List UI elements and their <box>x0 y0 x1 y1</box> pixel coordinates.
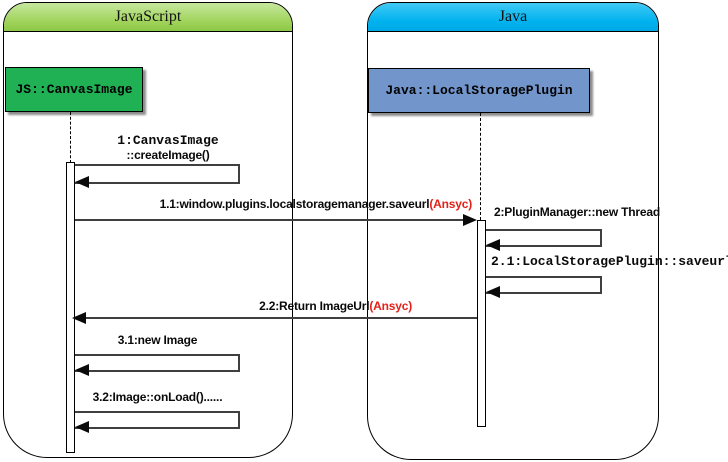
message-1-1-label: 1.1:window.plugins.localstoragemanager.s… <box>159 197 473 211</box>
message-2-2-label-text: 2.2:Return ImageUrl <box>259 299 370 313</box>
java-localstorageplugin-object-box: Java::LocalStoragePlugin <box>368 68 590 113</box>
message-3-2-label: 3.2:Image::onLoad()...... <box>92 390 223 404</box>
javascript-frame-header: JavaScript <box>4 3 292 32</box>
message-1-1-label-text: 1.1:window.plugins.localstoragemanager.s… <box>159 197 430 211</box>
java-frame-title: Java <box>498 8 528 25</box>
js-canvasimage-object-box: JS::CanvasImage <box>5 67 143 112</box>
java-frame-header: Java <box>368 3 658 32</box>
message-2-self-arrow <box>486 229 602 247</box>
java-activation-bar <box>477 220 486 427</box>
message-2-1-label: 2.1:LocalStoragePlugin::saveurl <box>491 254 728 269</box>
message-3-2-self-arrow <box>75 411 240 429</box>
message-1-label-line1: 1:CanvasImage <box>117 133 219 148</box>
java-lifeline <box>480 113 481 220</box>
js-lifeline <box>70 112 71 163</box>
message-3-1-arrowhead-icon <box>75 364 89 376</box>
message-2-1-self-arrow <box>486 276 602 294</box>
message-2-1-arrowhead-icon <box>486 286 500 298</box>
message-3-1-self-arrow <box>75 354 240 372</box>
message-2-arrowhead-icon <box>486 239 500 251</box>
javascript-frame-title: JavaScript <box>114 8 182 25</box>
java-frame: Java <box>367 2 659 460</box>
message-2-label: 2:PluginManager::new Thread <box>494 205 660 219</box>
js-canvasimage-object-label: JS::CanvasImage <box>15 82 133 97</box>
message-1-1-async-note: (Ansyc) <box>429 197 472 211</box>
message-2-2-label: 2.2:Return ImageUrl(Ansyc) <box>259 299 412 313</box>
message-1-1-arrowhead-icon <box>463 214 477 226</box>
message-1-label-line2: ::createImage() <box>126 148 210 162</box>
message-3-1-label: 3.1:new Image <box>117 333 198 347</box>
message-2-2-async-note: (Ansyc) <box>369 299 412 313</box>
js-activation-bar <box>66 162 75 453</box>
message-1-label: 1:CanvasImage ::createImage() <box>88 133 248 163</box>
message-3-2-arrowhead-icon <box>75 421 89 433</box>
message-2-2-arrowhead-icon <box>72 312 86 324</box>
message-1-1-arrow-line <box>75 219 465 221</box>
java-localstorageplugin-object-label: Java::LocalStoragePlugin <box>385 83 573 98</box>
message-2-2-arrow-line <box>86 317 477 319</box>
message-1-arrowhead-icon <box>75 176 89 188</box>
message-1-self-arrow <box>75 164 240 184</box>
